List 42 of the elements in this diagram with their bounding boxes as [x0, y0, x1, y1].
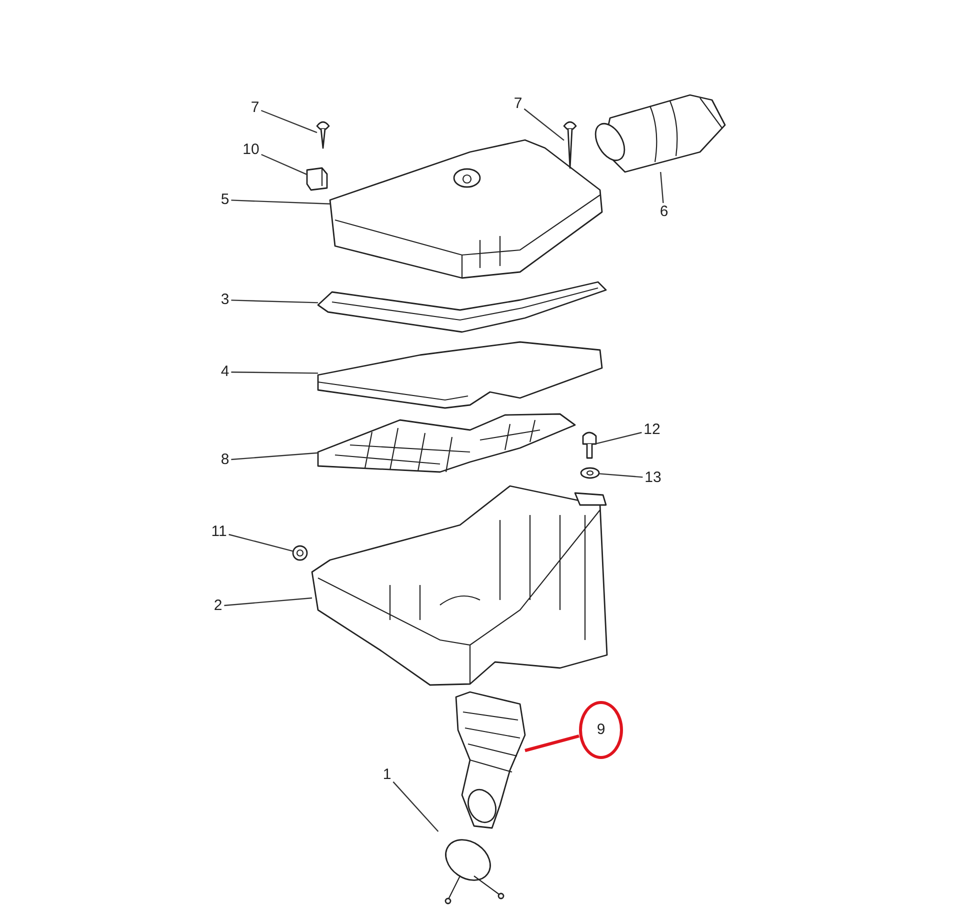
callout-number: 9	[579, 701, 623, 759]
leader-line	[260, 110, 318, 134]
leader-line	[228, 534, 294, 552]
leader-line	[596, 432, 642, 444]
intake-boot-drawing	[594, 94, 726, 173]
nut-drawing	[292, 545, 308, 561]
callout-number: 11	[209, 523, 229, 541]
clip-drawing	[306, 167, 328, 191]
air-box-drawing	[311, 485, 608, 686]
bolt-drawing	[582, 432, 597, 459]
callout-number: 4	[218, 363, 232, 381]
gasket-drawing	[317, 281, 607, 333]
leader-line	[392, 781, 439, 832]
intake-duct-drawing	[455, 691, 526, 829]
hose-clamp-drawing	[444, 839, 504, 904]
screw-drawing	[316, 121, 330, 149]
callout-number: 5	[218, 191, 232, 209]
callout-number: 13	[642, 469, 664, 487]
filter-element-drawing	[317, 341, 603, 409]
callout-number: 1	[380, 766, 394, 784]
callout-number: 12	[642, 421, 662, 439]
washer-drawing	[580, 467, 600, 479]
air-box-lid-drawing	[329, 139, 603, 279]
leader-line	[224, 597, 312, 606]
leader-line	[524, 734, 580, 752]
callout-number: 7	[248, 99, 262, 117]
leader-line	[231, 200, 330, 204]
screw-drawing	[563, 121, 577, 169]
leader-line	[660, 172, 664, 204]
callout-number: 2	[212, 597, 224, 615]
leader-line	[261, 154, 308, 176]
leader-line	[231, 372, 318, 374]
leader-line	[231, 300, 318, 304]
callout-number: 6	[658, 203, 670, 221]
leader-line	[524, 108, 564, 141]
callout-number: 3	[218, 291, 232, 309]
callout-number: 8	[218, 451, 232, 469]
leader-line	[598, 473, 643, 478]
callout-number: 7	[512, 95, 524, 113]
callout-number: 10	[240, 141, 262, 159]
leader-line	[231, 452, 318, 460]
filter-grid-drawing	[317, 413, 576, 473]
